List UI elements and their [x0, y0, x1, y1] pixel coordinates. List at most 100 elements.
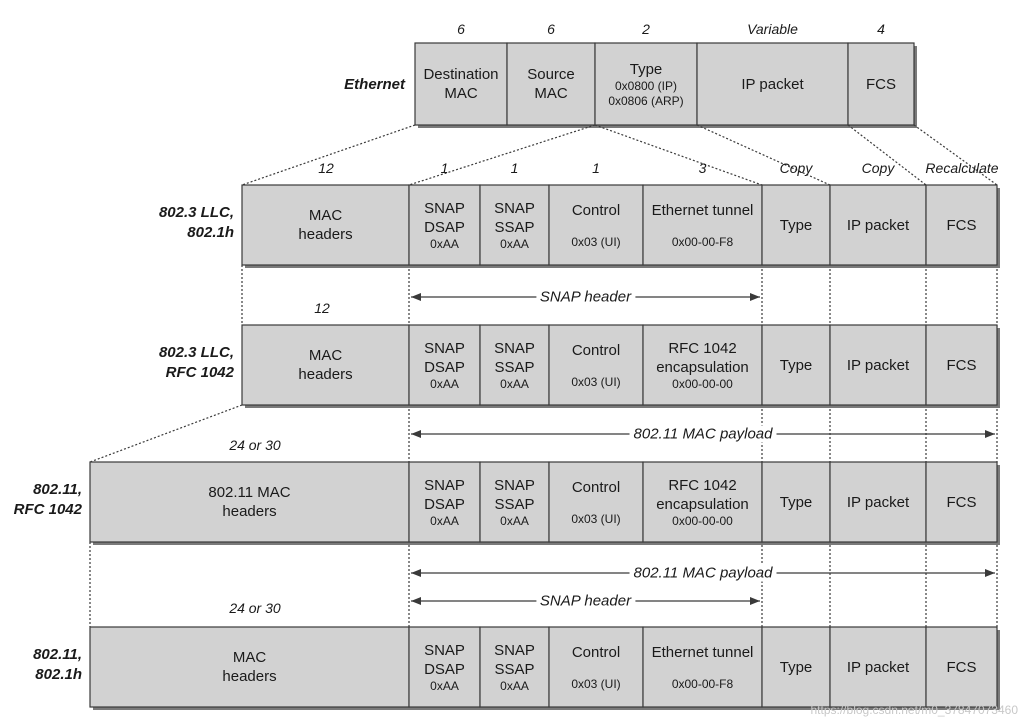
frame-3-type-text-line-0: Type — [779, 493, 813, 511]
frame-2-control-text-line-0: Control — [571, 341, 621, 359]
frame-3-dsap-field — [408, 461, 481, 543]
ethernet-ip-text-line-0: IP packet — [741, 75, 804, 93]
frame-4-tunnel-text-line-2: 0x00-00-F8 — [671, 676, 734, 691]
size-label-llc-1042: 12 — [314, 300, 330, 316]
ethernet-expand-type-right — [594, 124, 763, 186]
frame-2-ssap-text-line-2: 0xAA — [500, 376, 529, 391]
ethernet-size-ip: Variable — [747, 21, 798, 37]
frame-1-type-text: Type — [762, 185, 830, 265]
frame-3-control-text-line-0: Control — [571, 478, 621, 496]
frame-3-tunnel-text-line-2: 0x00-00-00 — [672, 513, 733, 528]
frame-2-mac-field — [241, 324, 410, 406]
ethernet-fcs-text: FCS — [848, 43, 914, 125]
frame-4-fcs-text-line-0: FCS — [946, 658, 977, 676]
size-label-copy-ip: Copy — [861, 160, 895, 176]
frame-4-dsap-text-line-2: 0xAA — [430, 678, 459, 693]
frame-4-ip-text-line-0: IP packet — [846, 658, 910, 676]
frame-3-tunnel-field — [642, 461, 763, 543]
frame-1-mac-field — [241, 184, 410, 266]
frame-1-ssap-text-line-2: 0xAA — [500, 236, 529, 251]
frame-2-label-line-1: 802.3 LLC, — [158, 344, 234, 361]
frame-1-label-line-2: 802.1h — [187, 224, 234, 241]
size-label-3: 1 — [592, 160, 600, 176]
ethernet-ip-field — [696, 42, 849, 126]
arrow-mac-payload-2-label: 802.11 MAC payload — [629, 564, 777, 582]
ethernet-expand-left — [241, 124, 416, 186]
frame-3-ssap-text-line-0: SNAP — [494, 476, 535, 494]
frame-3-tunnel-text-line-0: RFC 1042 — [668, 476, 737, 494]
frame-4-dsap-text-line-0: SNAP — [424, 641, 465, 659]
frame-1-fcs-field — [925, 184, 998, 266]
frame-2-type-text: Type — [762, 325, 830, 405]
frame-4-control-text-line-0: Control — [571, 643, 621, 661]
frame-2-tunnel-text-line-0: RFC 1042 — [668, 339, 737, 357]
ethernet-type-text-line-1: 0x0800 (IP) — [614, 78, 678, 93]
arrow-mac-payload-2-head-left — [411, 569, 421, 577]
arrow-mac-payload-1-head-left — [411, 430, 421, 438]
frame-2-tunnel-text-line-1: encapsulation — [656, 358, 749, 376]
ethernet-dest-text-line-1: MAC — [444, 85, 478, 102]
frame-3-label-line-1: 802.11, — [33, 481, 82, 498]
frame-3-mac-text-line-1: headers — [222, 503, 277, 520]
frame-3-type-field — [761, 461, 831, 543]
frame-4-dsap-text-line-1: DSAP — [424, 660, 465, 678]
size-label-copy-type: Copy — [779, 160, 813, 176]
frame-1-label-line-1: 802.3 LLC, — [158, 204, 234, 221]
frame-1-control-field — [548, 184, 644, 266]
frame-4-type-field — [761, 626, 831, 708]
frame-2-fcs-field — [925, 324, 998, 406]
frame-2-type-text-line-0: Type — [779, 356, 813, 374]
frame-1-mac-text-line-0: MAC — [308, 207, 343, 224]
ethernet-src-text-line-0: Source — [527, 66, 575, 83]
frame-2-control-field — [548, 324, 644, 406]
mac-guide-expand — [89, 404, 243, 463]
frame-3-dsap-text-line-1: DSAP — [424, 495, 465, 513]
frame-1-ssap-text-line-0: SNAP — [494, 199, 535, 217]
size-label-recalculate: Recalculate — [925, 160, 999, 176]
frame-1-dsap-field — [408, 184, 481, 266]
frame-3-ip-text: IP packet — [830, 462, 926, 542]
ethernet-src-text-line-1: MAC — [534, 85, 568, 102]
frame-1-ip-text-line-0: IP packet — [846, 216, 910, 234]
size-label-mac-12: 12 — [318, 160, 334, 176]
frame-2-dsap-text-line-2: 0xAA — [430, 376, 459, 391]
ethernet-size-type: 2 — [642, 21, 650, 37]
frame-3-control-field — [548, 461, 644, 543]
frame-2-fcs-text-line-0: FCS — [946, 356, 977, 374]
frame-1-type-text-line-0: Type — [779, 216, 813, 234]
frame-1-dsap-text-line-0: SNAP — [424, 199, 465, 217]
ethernet-type-text-line-2: 0x0806 (ARP) — [608, 93, 684, 108]
ethernet-ip-text: IP packet — [697, 43, 848, 125]
frame-2-ssap-text-line-0: SNAP — [494, 339, 535, 357]
arrow-mac-payload-1-label: 802.11 MAC payload — [629, 425, 777, 443]
arrow-snap-header-2-head-left — [411, 597, 421, 605]
frame-3-label-line-2: RFC 1042 — [13, 501, 82, 518]
frame-1-tunnel-text-line-0: Ethernet tunnel — [651, 201, 754, 219]
frame-4-row-label: 802.11,802.1h — [0, 645, 82, 685]
frame-4-ssap-field — [479, 626, 550, 708]
frame-1-control-text-line-2: 0x03 (UI) — [571, 234, 621, 249]
frame-2-mac-text-line-0: MAC — [308, 347, 343, 364]
frame-3-ssap-text-line-1: SSAP — [494, 495, 535, 513]
frame-3-type-text: Type — [762, 462, 830, 542]
frame-1-control-text-line-0: Control — [571, 201, 621, 219]
frame-2-dsap-text-line-1: DSAP — [424, 358, 465, 376]
frame-3-fcs-text: FCS — [926, 462, 997, 542]
